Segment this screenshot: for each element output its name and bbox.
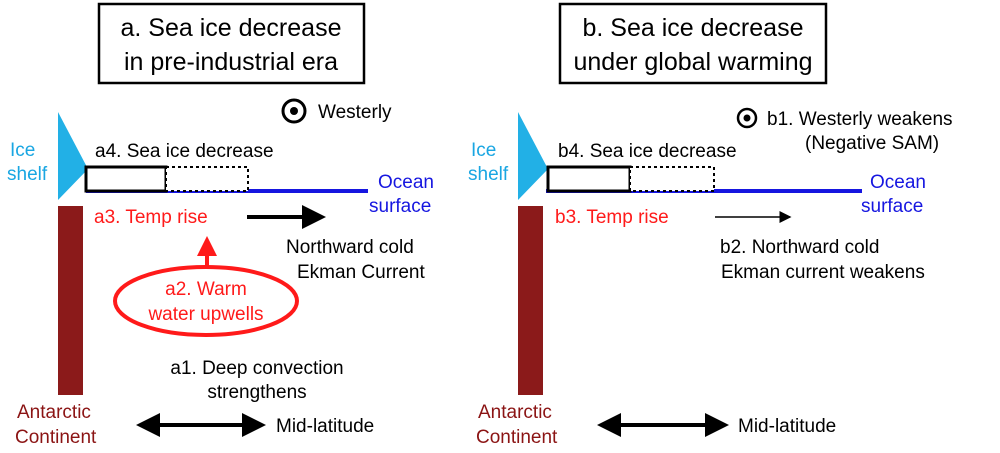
ice-shelf-label-line1: Ice [10, 140, 35, 161]
sea-ice-lost-box [165, 166, 249, 192]
upwell-label-line1: a2. Warm [165, 279, 247, 300]
panel-b-title-line2: under global warming [573, 48, 812, 76]
panel-a-title-line2: in pre-industrial era [124, 48, 338, 76]
continent-label-line1: Antarctic [478, 402, 552, 423]
ice-shelf-shape [518, 112, 548, 200]
midlat-label: Mid-latitude [276, 416, 374, 437]
panel-b-title-box [558, 2, 828, 85]
ice-shelf-shape [58, 112, 88, 200]
warm-water-ellipse [113, 265, 299, 337]
panel-a-title-box [97, 2, 366, 85]
westerly-label-line1: b1. Westerly weakens [767, 109, 953, 130]
sea-ice-label: b4. Sea ice decrease [558, 141, 737, 162]
westerly-label-line2: (Negative SAM) [805, 133, 939, 154]
sea-ice-remaining-box [546, 165, 632, 193]
antarctic-continent-bar [58, 206, 83, 395]
ice-shelf-label-line2: shelf [7, 164, 48, 185]
ocean-label-line1: Ocean [378, 172, 434, 193]
continent-label-line2: Continent [15, 427, 97, 448]
ice-shelf-label-line1: Ice [471, 140, 496, 161]
convection-label-line2: strengthens [207, 382, 306, 403]
ekman-label-line1: Northward cold [286, 237, 414, 258]
ekman-label-line2: Ekman Current [297, 262, 425, 283]
continent-label-line2: Continent [476, 427, 558, 448]
panel-b: b. Sea ice decrease under global warming… [468, 2, 953, 448]
panel-a-title-line1: a. Sea ice decrease [121, 14, 342, 42]
ekman-label-line2: Ekman current weakens [721, 262, 925, 283]
westerly-label: Westerly [318, 102, 392, 123]
sea-ice-label: a4. Sea ice decrease [95, 141, 274, 162]
panel-b-title-line1: b. Sea ice decrease [583, 14, 804, 42]
upwell-label-line2: water upwells [147, 304, 263, 325]
sea-ice-lost-box [629, 166, 715, 192]
ocean-label-line1: Ocean [870, 172, 926, 193]
ocean-label-line2: surface [369, 196, 431, 217]
temp-rise-label: b3. Temp rise [555, 207, 669, 228]
convection-label-line1: a1. Deep convection [170, 358, 343, 379]
midlat-label: Mid-latitude [738, 416, 836, 437]
continent-label-line1: Antarctic [17, 402, 91, 423]
ice-shelf-label-line2: shelf [468, 164, 509, 185]
antarctic-continent-bar [518, 206, 543, 395]
ocean-label-line2: surface [861, 196, 923, 217]
panel-a: a. Sea ice decrease in pre-industrial er… [7, 2, 434, 448]
ekman-label-line1: b2. Northward cold [720, 237, 879, 258]
westerly-out-of-page-icon [281, 98, 307, 124]
sea-ice-remaining-box [84, 165, 168, 193]
westerly-out-of-page-icon [736, 107, 758, 129]
temp-rise-label: a3. Temp rise [94, 207, 208, 228]
